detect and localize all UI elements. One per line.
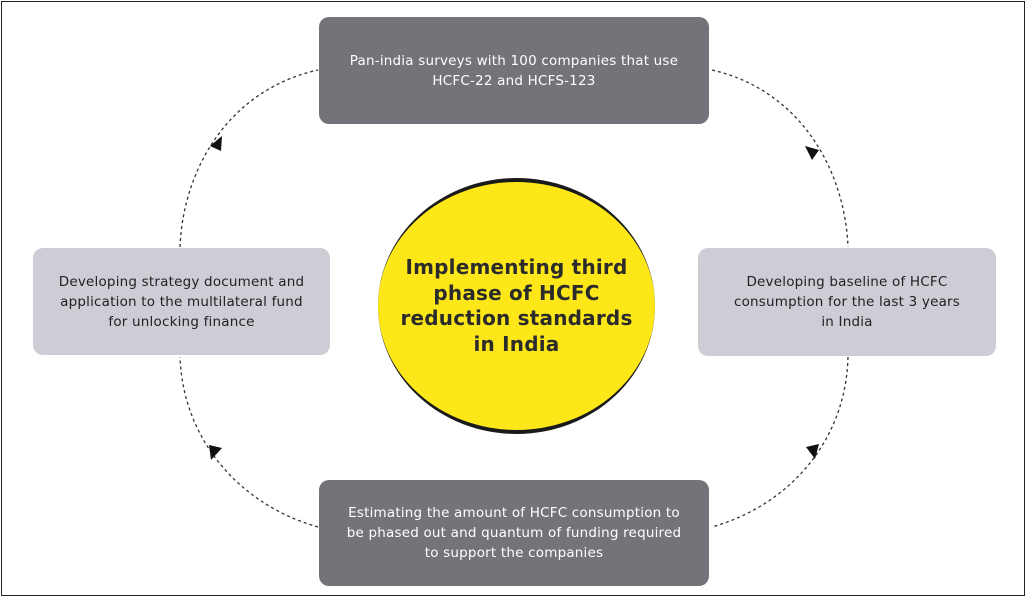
step-estimating-consumption: Estimating the amount of HCFC consumptio…	[319, 480, 709, 586]
arrow-top-right	[805, 146, 819, 160]
step-developing-baseline-text: Developing baseline of HCFC consumption …	[733, 274, 961, 330]
step-pan-india-surveys: Pan-india surveys with 100 companies tha…	[319, 17, 709, 124]
arrow-bottom-right	[806, 444, 819, 459]
arrow-bottom-left	[209, 445, 222, 460]
step-developing-strategy-text: Developing strategy document and applica…	[58, 273, 305, 330]
connector-top-to-right	[711, 69, 849, 248]
center-goal-text: Implementing third phase of HCFC reducti…	[400, 255, 633, 356]
center-goal-circle: Implementing third phase of HCFC reducti…	[378, 178, 655, 434]
arrow-top-left	[210, 136, 222, 151]
connector-bottom-to-left	[179, 356, 319, 528]
step-estimating-consumption-text: Estimating the amount of HCFC consumptio…	[346, 505, 682, 561]
connector-left-to-top	[179, 69, 319, 248]
step-pan-india-surveys-text: Pan-india surveys with 100 companies tha…	[349, 52, 679, 89]
step-developing-baseline: Developing baseline of HCFC consumption …	[698, 248, 996, 356]
step-developing-strategy: Developing strategy document and applica…	[33, 248, 330, 355]
connector-right-to-bottom	[711, 356, 849, 528]
